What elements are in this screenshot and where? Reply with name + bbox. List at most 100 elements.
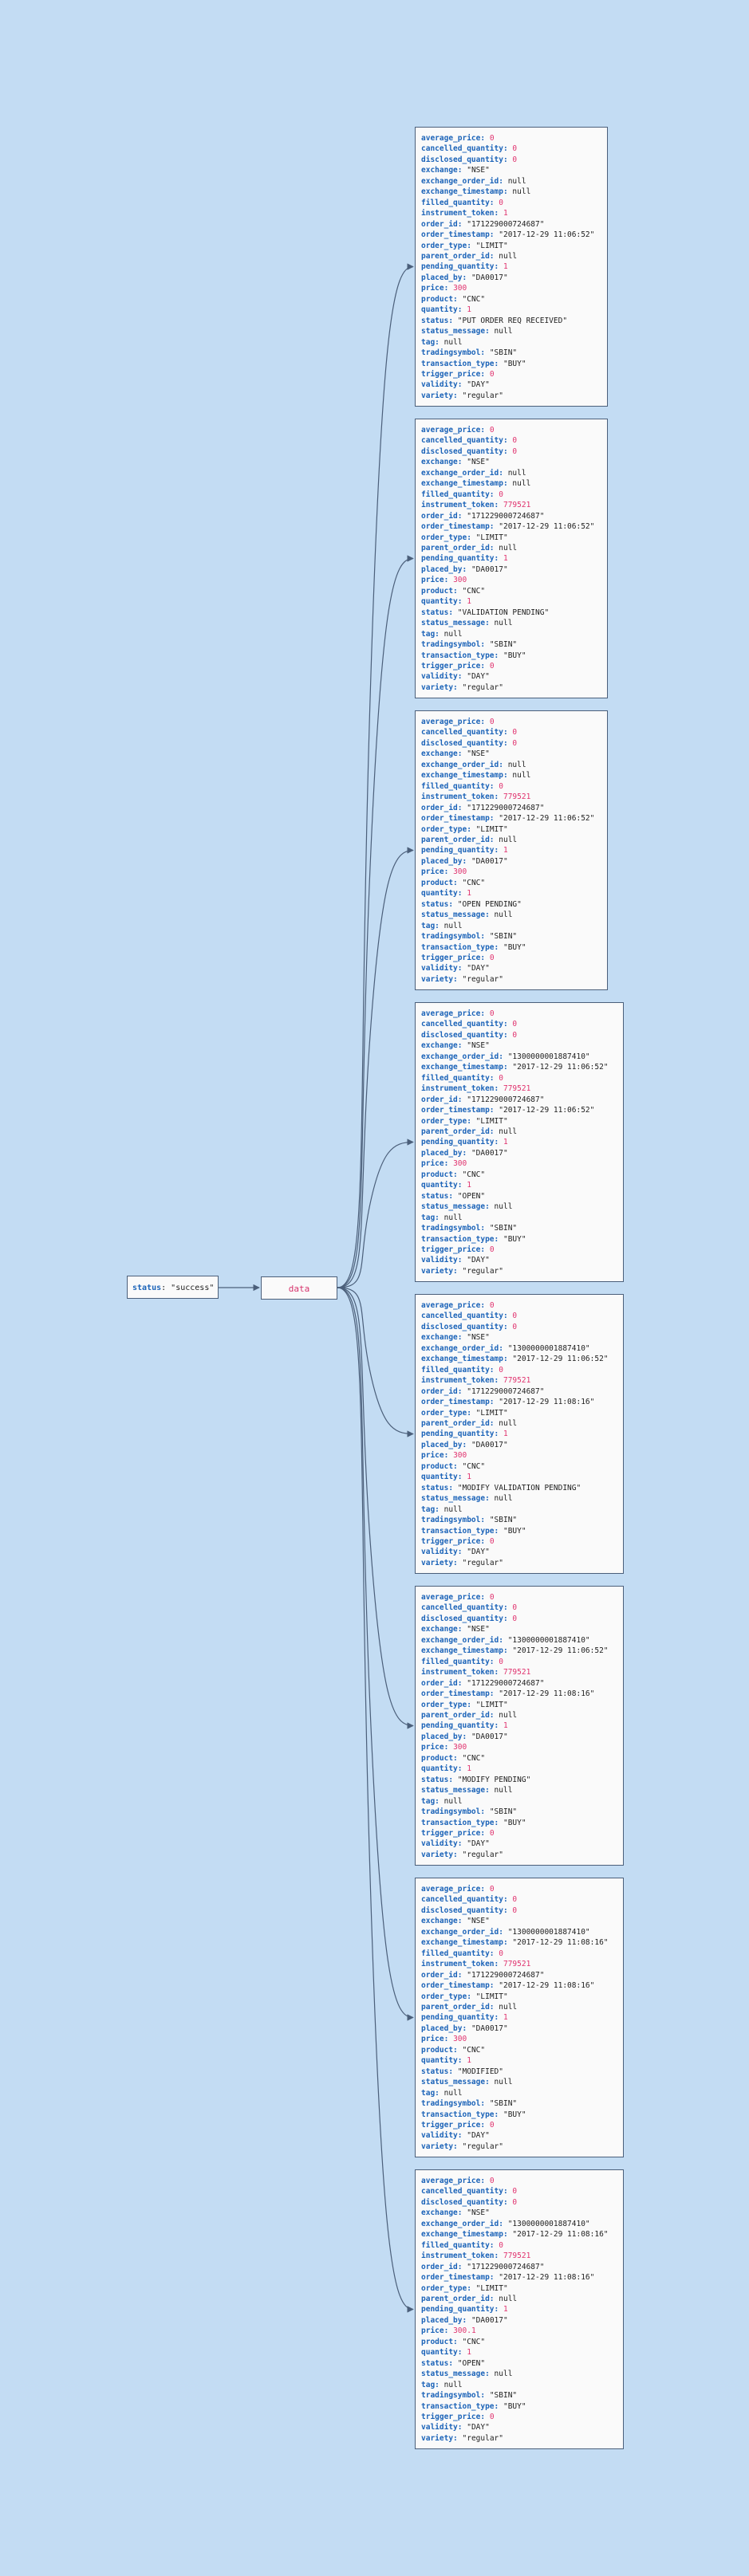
field-value: 0	[489, 1245, 495, 1254]
field-key: status_message	[421, 1494, 486, 1504]
field-colon: :	[503, 1355, 513, 1364]
field-colon: :	[494, 2110, 503, 2119]
field-row: pending_quantity: 1	[421, 1429, 623, 1439]
field-key: product	[421, 294, 454, 304]
field-colon: :	[503, 446, 513, 456]
field-colon: :	[435, 1213, 444, 1222]
field-key: placed_by	[421, 856, 463, 866]
field-key: exchange	[421, 749, 458, 759]
data-node[interactable]: data	[261, 1276, 337, 1300]
field-row: pending_quantity: 1	[421, 845, 607, 855]
field-colon: :	[443, 867, 454, 877]
field-value: "regular"	[462, 974, 503, 984]
field-value: null	[499, 543, 518, 553]
field-colon: :	[435, 1796, 444, 1806]
field-row: exchange_order_id: "1300000001887410"	[421, 2219, 623, 2229]
field-value: 1	[467, 1473, 471, 1482]
field-colon: :	[457, 2208, 467, 2218]
field-key: order_type	[421, 1700, 467, 1709]
field-key: trigger_price	[421, 2412, 481, 2421]
field-row: filled_quantity: 0	[421, 1073, 623, 1083]
field-value: "BUY"	[503, 651, 526, 660]
field-row: disclosed_quantity: 0	[421, 2197, 623, 2208]
field-row: parent_order_id: null	[421, 543, 607, 553]
field-value: "171229000724687"	[467, 1970, 545, 1980]
root-node[interactable]: status: "success"	[127, 1276, 219, 1299]
field-row: tradingsymbol: "SBIN"	[421, 2098, 623, 2109]
field-row: order_timestamp: "2017-12-29 11:06:52"	[421, 813, 607, 824]
field-colon: :	[494, 501, 503, 510]
field-colon: :	[489, 522, 499, 532]
field-value: "BUY"	[503, 2401, 526, 2411]
field-row: product: "CNC"	[421, 1170, 623, 1180]
field-row: instrument_token: 779521	[421, 1083, 623, 1094]
field-key: parent_order_id	[421, 543, 490, 553]
field-colon: :	[494, 1084, 503, 1094]
field-key: instrument_token	[421, 1084, 495, 1094]
field-value: "DA0017"	[471, 856, 508, 866]
field-key: variety	[421, 974, 454, 984]
field-row: tradingsymbol: "SBIN"	[421, 639, 607, 650]
field-row: order_timestamp: "2017-12-29 11:08:16"	[421, 1689, 623, 1699]
field-value: 0	[499, 781, 503, 791]
field-value: "NSE"	[467, 1041, 490, 1051]
field-key: price	[421, 2035, 444, 2044]
field-row: variety: "regular"	[421, 391, 607, 401]
field-key: disclosed_quantity	[421, 2197, 503, 2207]
field-row: order_id: "171229000724687"	[421, 1970, 623, 1980]
field-row: disclosed_quantity: 0	[421, 446, 607, 457]
field-colon: :	[485, 1786, 495, 1795]
field-value: "NSE"	[467, 166, 490, 175]
field-key: disclosed_quantity	[421, 155, 503, 164]
field-row: price: 300	[421, 283, 607, 293]
field-value: "171229000724687"	[467, 803, 545, 812]
field-value: "CNC"	[462, 1461, 486, 1471]
field-colon: :	[480, 1224, 490, 1233]
field-colon: :	[462, 1148, 471, 1158]
field-value: "SBIN"	[489, 640, 518, 650]
edge-data-to-order	[337, 1287, 414, 2021]
field-value: "2017-12-29 11:08:16"	[499, 1398, 595, 1407]
field-key: pending_quantity	[421, 1430, 495, 1439]
field-colon: :	[453, 1753, 463, 1763]
field-colon: :	[489, 251, 499, 261]
field-row: trigger_price: 0	[421, 953, 607, 963]
field-row: average_price: 0	[421, 1300, 623, 1311]
field-value: 0	[499, 1073, 503, 1083]
field-key: status	[421, 608, 449, 617]
field-colon: :	[467, 2283, 476, 2293]
field-key: trigger_price	[421, 1536, 481, 1546]
field-row: placed_by: "DA0017"	[421, 1440, 623, 1450]
field-row: trigger_price: 0	[421, 1536, 623, 1547]
field-value: 300	[453, 2035, 467, 2044]
field-colon: :	[435, 2088, 444, 2098]
field-value: 0	[489, 1593, 495, 1602]
field-colon: :	[457, 1970, 467, 1980]
field-value: "OPEN"	[457, 1191, 486, 1201]
field-value: "MODIFIED"	[457, 2067, 503, 2076]
field-key: cancelled_quantity	[421, 436, 503, 446]
field-value: null	[443, 1213, 463, 1222]
field-row: status_message: null	[421, 1785, 623, 1795]
field-value: "CNC"	[462, 1753, 486, 1763]
field-row: tag: null	[421, 629, 607, 639]
field-key: instrument_token	[421, 209, 495, 218]
field-key: price	[421, 1159, 444, 1169]
field-row: product: "CNC"	[421, 1461, 623, 1472]
field-key: exchange	[421, 1041, 458, 1051]
field-row: transaction_type: "BUY"	[421, 1234, 623, 1245]
field-colon: :	[489, 835, 499, 844]
field-colon: :	[462, 273, 471, 282]
field-row: exchange_timestamp: null	[421, 478, 607, 489]
field-key: status_message	[421, 2370, 486, 2379]
field-key: parent_order_id	[421, 2002, 490, 2012]
field-row: pending_quantity: 1	[421, 553, 607, 564]
